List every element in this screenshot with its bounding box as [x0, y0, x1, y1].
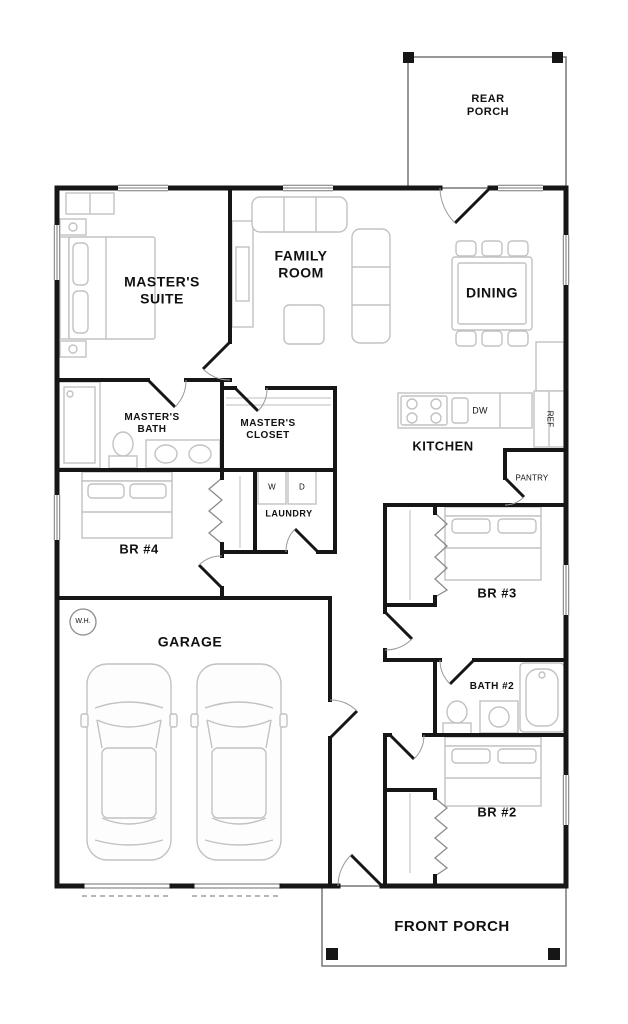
toilet [112, 431, 134, 457]
br3-door [383, 610, 414, 651]
chair [481, 240, 503, 257]
master-closet-door [233, 386, 268, 413]
window [118, 184, 168, 192]
br3-label: BR #3 [477, 585, 517, 601]
pillow [497, 748, 537, 764]
front-porch-outline [321, 885, 567, 967]
master-bed [68, 236, 156, 340]
range [400, 395, 448, 426]
water-heater-symbol [69, 608, 97, 636]
master-bath-fixtures [58, 381, 221, 469]
br4-label: BR #4 [119, 541, 159, 557]
rear-porch-door [439, 186, 492, 225]
dining-table [451, 256, 533, 331]
front-door [337, 853, 384, 888]
pillow [87, 483, 125, 499]
br3-closet-bifold [434, 512, 449, 598]
br3-bed [444, 506, 542, 581]
chair [481, 330, 503, 347]
water-heater-label: W.H. [75, 617, 91, 625]
br4-closet-bifold [207, 477, 224, 545]
window [498, 184, 543, 192]
masters-closet-label: MASTER'S CLOSET [240, 418, 296, 441]
chair [455, 330, 477, 347]
br4-door [197, 555, 224, 590]
window [562, 565, 570, 615]
window [53, 225, 61, 280]
master-bath-door [146, 378, 187, 409]
chair [507, 330, 529, 347]
porch-post [326, 948, 338, 960]
laundry-label: LAUNDRY [265, 508, 313, 519]
master-suite-door [201, 340, 232, 381]
master-suite-label: MASTER'S SUITE [124, 273, 200, 306]
kitchen-fixtures [397, 341, 565, 448]
pantry-door [503, 476, 526, 506]
window [283, 184, 333, 192]
br2-label: BR #2 [477, 804, 517, 820]
dryer-box [287, 470, 317, 505]
washer-box [257, 470, 287, 505]
rear-porch-outline [403, 52, 567, 189]
chair [455, 240, 477, 257]
br2-door [388, 733, 425, 761]
rear-porch-label: REAR PORCH [466, 93, 510, 118]
windows [53, 184, 570, 825]
garage-doors [82, 883, 282, 897]
sink [188, 444, 212, 464]
washer-label: W [268, 482, 276, 492]
porch-post [403, 52, 414, 63]
window [562, 235, 570, 285]
pillow [497, 518, 537, 534]
sink [154, 444, 178, 464]
pillow [451, 748, 491, 764]
dryer-label: D [299, 482, 305, 492]
masters-bath-label: MASTER'S BATH [124, 412, 180, 435]
porch-post [552, 52, 563, 63]
family-room-label: FAMILY ROOM [274, 247, 328, 280]
garage-entry-door [328, 699, 359, 740]
sink-bowl [451, 397, 469, 424]
br4-bed [81, 471, 173, 539]
bifold-doors [207, 477, 449, 877]
bath2-door [439, 658, 476, 686]
interior-walls [55, 186, 568, 888]
ottoman [283, 304, 325, 345]
front-porch-label: FRONT PORCH [394, 918, 510, 936]
laundry-appliances [257, 470, 317, 505]
pantry-label: PANTRY [515, 473, 549, 483]
window [53, 495, 61, 540]
sink [488, 706, 510, 728]
sofa [251, 196, 348, 233]
pillow [451, 518, 491, 534]
porch-post [548, 948, 560, 960]
dining-label: DINING [466, 284, 518, 301]
toilet [446, 700, 468, 724]
chair [507, 240, 529, 257]
counter-right [535, 341, 565, 392]
family-room-furniture [251, 196, 391, 345]
window [562, 775, 570, 825]
garage-label: GARAGE [157, 633, 223, 650]
br2-closet-bifold [433, 797, 449, 877]
laundry-door [285, 527, 320, 554]
dishwasher-label: DW [472, 405, 488, 416]
entertainment-center [231, 220, 254, 328]
bath2-label: BATH #2 [469, 681, 515, 693]
refrigerator-label: REF [545, 410, 555, 428]
nightstand [59, 340, 87, 358]
shower [58, 381, 101, 469]
doors [146, 186, 526, 888]
pillow [72, 290, 89, 334]
kitchen-label: KITCHEN [412, 438, 474, 454]
loveseat [351, 228, 391, 344]
pillow [129, 483, 167, 499]
pillow [72, 242, 89, 286]
dining-set [451, 240, 533, 347]
